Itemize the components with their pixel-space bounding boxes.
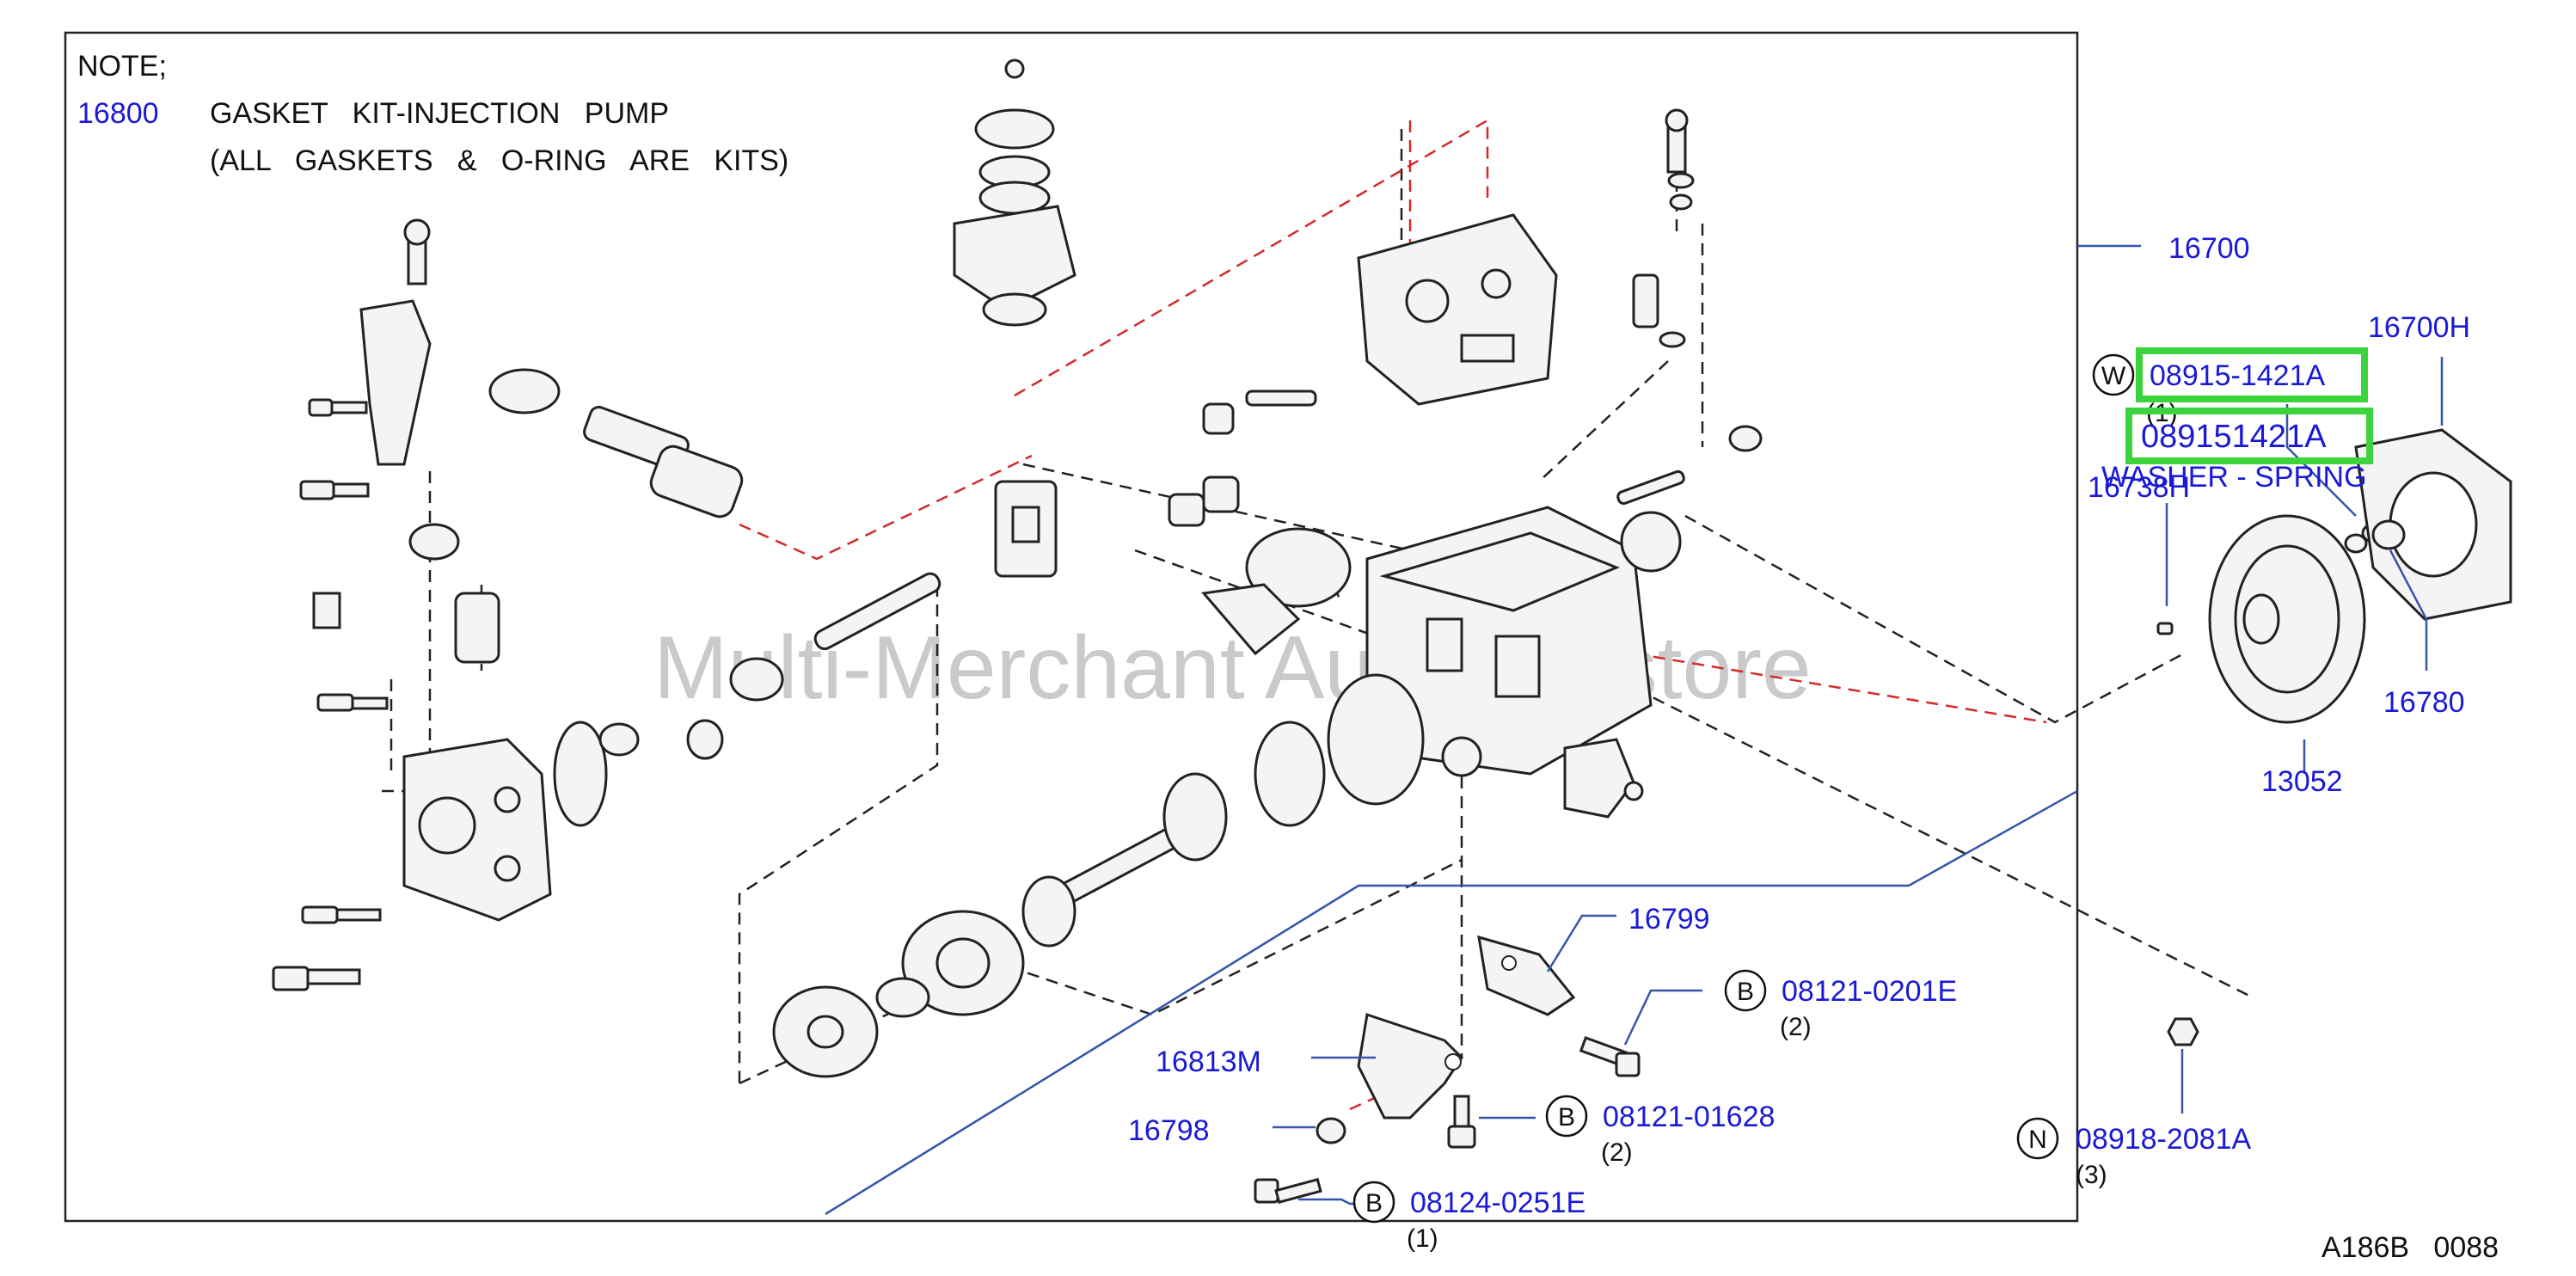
timer-piston[interactable] [488,368,745,520]
callout-circle-b3 [1352,1181,1395,1224]
washer-description: WASHER - SPRING [2101,461,2367,494]
spring-assembly-top[interactable] [953,58,1076,327]
part-08124-0251E[interactable]: 08124-0251E [1410,1187,1585,1219]
plunger-shaft[interactable] [598,571,942,760]
callout-circle-b1 [1724,969,1767,1012]
callout-circle-w [2092,353,2135,396]
part-089151421A-highlight[interactable]: 089151421A [2141,419,2327,455]
callout-letter-w: W [2101,362,2126,390]
callout-letter-n: N [2028,1126,2047,1154]
label-16738H[interactable]: 16738H [2088,471,2190,504]
feed-pump[interactable] [1201,527,1352,656]
bracket-16813M[interactable] [1357,1013,1463,1120]
qty-n: (3) [2076,1161,2107,1189]
distributor-head[interactable] [402,721,608,922]
regulating-valve[interactable] [1632,108,1695,348]
note-line-2: (ALL GASKETS & O-RING ARE KITS) [210,144,788,177]
leader-lines [825,244,2444,1216]
label-16799[interactable]: 16799 [1628,903,1710,936]
drive-gear-13052[interactable] [2208,514,2385,724]
bolt-08124-0251E[interactable] [1254,1177,1322,1205]
note-code[interactable]: 16800 [77,97,159,130]
callout-letter-b3: B [1365,1189,1383,1218]
bolts-left[interactable] [272,398,389,991]
nut-16780[interactable] [2344,519,2406,554]
label-13052[interactable]: 13052 [2261,765,2343,798]
qty-b2: (2) [1601,1138,1633,1167]
washer-16798[interactable] [1316,1117,1346,1144]
solenoid[interactable] [312,523,500,664]
note-heading: NOTE; [77,50,167,83]
cam-ring[interactable] [901,875,1076,1016]
qty-b1: (2) [1780,1013,1812,1041]
qty-b3: (1) [1407,1224,1438,1253]
bracket-16799[interactable] [1477,935,1576,1016]
key-16738H[interactable] [2156,622,2174,635]
part-08918-2081A[interactable]: 08918-2081A [2076,1123,2252,1156]
highlight-box-2 [2125,408,2373,464]
bolt-08121-01628[interactable] [1447,1095,1476,1149]
drive-shaft[interactable] [1054,673,1425,907]
outlet-valves[interactable] [1168,390,1317,527]
gasket-16700H[interactable] [2354,428,2512,621]
label-16780[interactable]: 16780 [2383,686,2465,719]
governor-cover[interactable] [1357,213,1558,406]
control-lever-shaft[interactable] [1616,425,1763,573]
part-08121-0201E[interactable]: 08121-0201E [1782,975,1957,1008]
part-08915-1421A[interactable]: 08915-1421A [2150,359,2326,392]
callout-circle-b2 [1545,1095,1588,1138]
label-16813M[interactable]: 16813M [1156,1046,1261,1078]
diagram-frame [64,31,2079,1223]
label-16798[interactable]: 16798 [1128,1114,1210,1147]
callout-letter-b2: B [1558,1103,1575,1132]
fuel-cutoff-lever[interactable] [994,480,1058,578]
end-cover-plate[interactable] [1563,738,1644,819]
footer-code: A186B 0088 [2321,1231,2499,1264]
label-16700[interactable]: 16700 [2168,232,2250,265]
bracket-top-left[interactable] [359,218,432,466]
nut-08918[interactable] [2167,1017,2199,1046]
part-08121-01628[interactable]: 08121-01628 [1603,1101,1775,1133]
callout-letter-b1: B [1737,978,1754,1006]
pump-housing[interactable] [1365,506,1653,777]
roller-holder[interactable] [772,977,930,1078]
note-line-1: GASKET KIT-INJECTION PUMP [210,97,669,130]
bolt-08121-0201E[interactable] [1579,1036,1641,1077]
label-16700H[interactable]: 16700H [2368,311,2470,344]
callout-circle-n [2016,1117,2059,1160]
highlight-box-1 [2136,347,2368,402]
